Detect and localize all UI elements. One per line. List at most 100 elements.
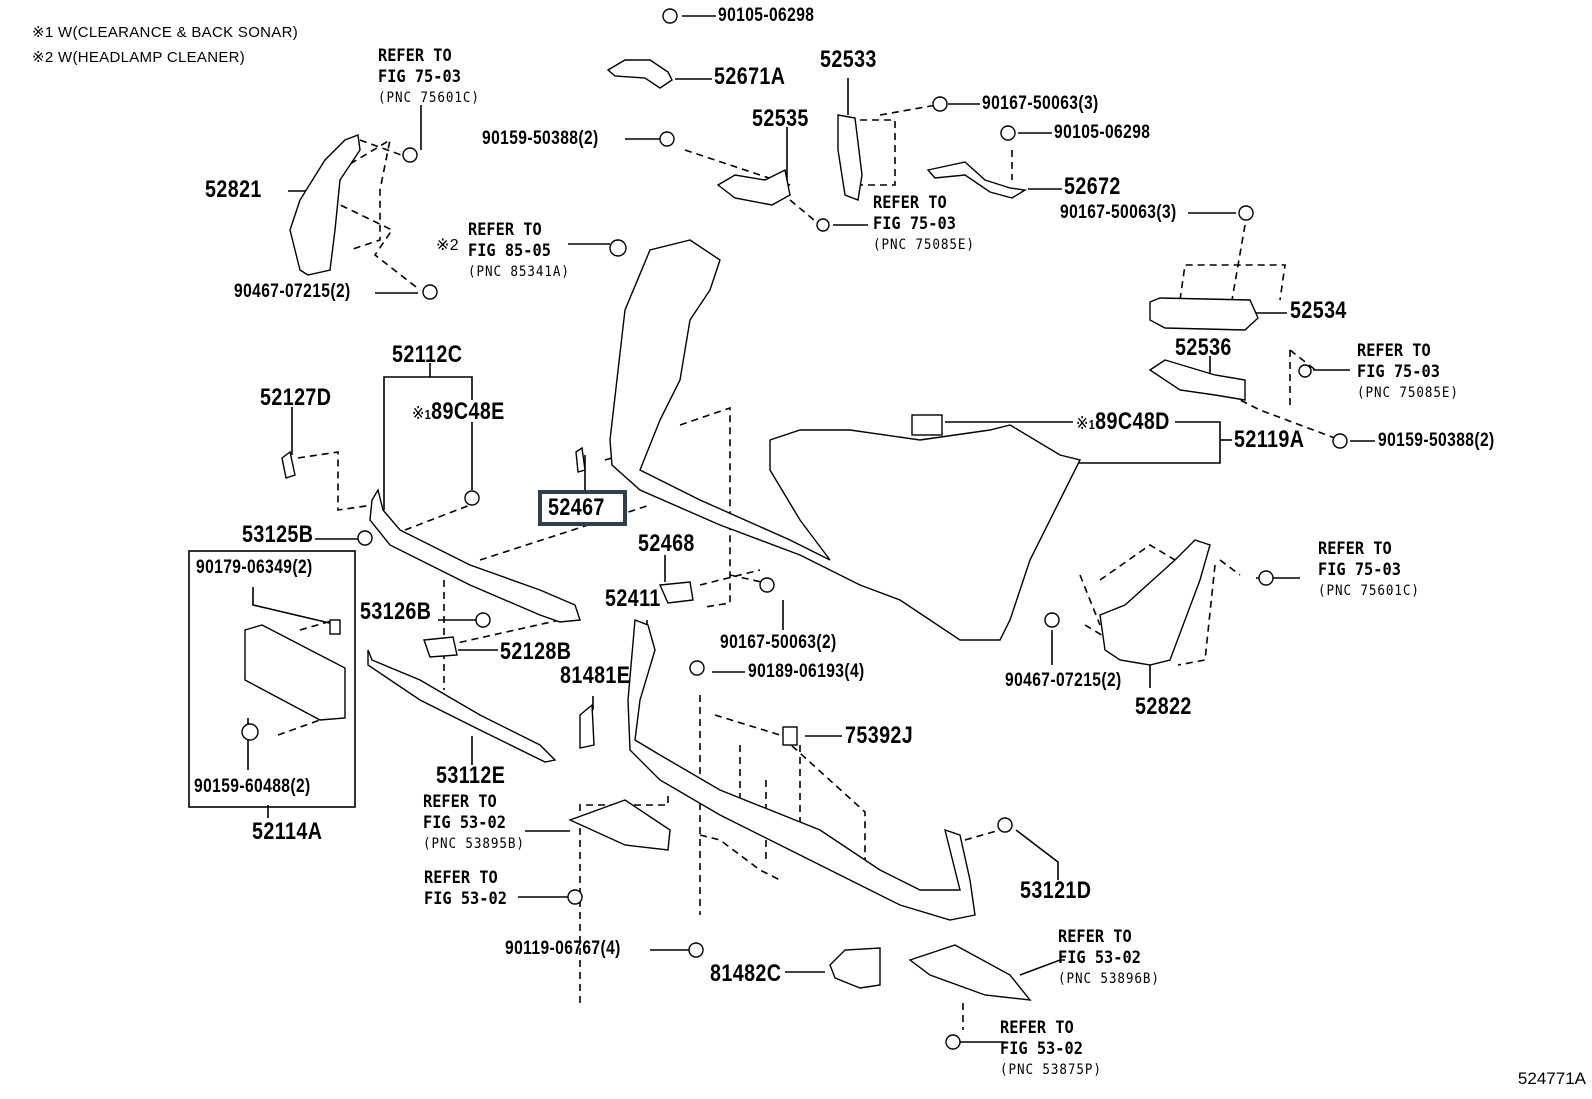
cover-52468-shape — [658, 581, 694, 604]
part-52821[interactable]: 52821 — [205, 176, 262, 203]
part-52119A[interactable]: 52119A — [1234, 426, 1305, 453]
part-90167-50063-3a[interactable]: 90167-50063(3) — [982, 93, 1099, 114]
clip-ref5-shape — [1258, 570, 1274, 586]
part-shapes — [241, 8, 1348, 1050]
bolt-90105-top-shape — [662, 8, 678, 24]
washer-ref2-shape — [609, 239, 627, 257]
part-52411[interactable]: 52411 — [605, 585, 661, 612]
nut-89C48E-shape — [464, 490, 480, 506]
part-81481E[interactable]: 81481E — [560, 662, 631, 689]
part-52535[interactable]: 52535 — [752, 105, 809, 132]
nut-53125B-shape — [357, 530, 373, 546]
clip-52467-shape — [575, 446, 586, 473]
bezel-81481E-shape — [579, 703, 595, 749]
bracket-52533-shape — [837, 114, 863, 201]
sensor-89C48D-shape — [911, 414, 943, 436]
bracket-52672-shape — [926, 161, 1028, 199]
part-53112E[interactable]: 53112E — [436, 762, 506, 789]
part-52127D[interactable]: 52127D — [260, 384, 332, 411]
spoiler-52411-shape — [627, 619, 976, 921]
leader-lines — [188, 15, 1375, 1043]
part-52822[interactable]: 52822 — [1135, 693, 1192, 720]
part-90105-06298-top[interactable]: 90105-06298 — [718, 5, 815, 26]
underpanel-left-shape — [568, 799, 671, 851]
clip-52127D-shape — [281, 450, 296, 479]
part-52533[interactable]: 52533 — [820, 46, 877, 73]
note-2: ※2 W(HEADLAMP CLEANER) — [32, 49, 246, 66]
bolt-ref9-shape — [945, 1034, 961, 1050]
clip-90467-left-shape — [422, 284, 438, 300]
bracket-52535-shape — [716, 168, 791, 206]
bolt-90167-3a-shape — [932, 96, 948, 112]
bracket-52821-shape — [289, 134, 361, 276]
part-90159-60488[interactable]: 90159-60488(2) — [194, 776, 311, 797]
part-52534[interactable]: 52534 — [1290, 297, 1347, 324]
screw-ref4-shape — [1298, 364, 1312, 378]
part-90105-06298-right[interactable]: 90105-06298 — [1054, 122, 1151, 143]
part-90119-06767[interactable]: 90119-06767(4) — [505, 938, 621, 959]
part-90179-06349[interactable]: 90179-06349(2) — [196, 557, 313, 578]
part-81482C[interactable]: 81482C — [710, 960, 782, 987]
bracket-52534-shape — [1149, 297, 1259, 331]
bumper-cover-52119A-shape — [609, 239, 1082, 641]
part-52536[interactable]: 52536 — [1175, 334, 1232, 361]
clip-75392J-shape — [782, 726, 798, 746]
part-52128B[interactable]: 52128B — [500, 638, 572, 665]
part-52672[interactable]: 52672 — [1064, 173, 1121, 200]
bolt-90105-right-shape — [1000, 125, 1016, 141]
bracket-52536-shape — [1148, 359, 1246, 401]
part-52467-highlighted[interactable]: 52467 — [538, 490, 628, 526]
part-52114A[interactable]: 52114A — [252, 818, 323, 845]
bolt-ref7-shape — [567, 889, 583, 905]
reference-fig-85-05-mark: ※2 — [436, 237, 459, 254]
part-53121D[interactable]: 53121D — [1020, 877, 1092, 904]
underpanel-right-shape — [908, 944, 1032, 1001]
part-53125B[interactable]: 53125B — [242, 521, 314, 548]
clip-90179-shape — [329, 619, 341, 635]
part-90159-50388-right[interactable]: 90159-50388(2) — [1378, 430, 1495, 451]
strip-52112C-shape — [369, 488, 581, 623]
illustration-code: 524771A — [1517, 1069, 1586, 1088]
part-52112C[interactable]: 52112C — [392, 341, 463, 368]
part-53126B[interactable]: 53126B — [360, 598, 432, 625]
clip-90467-right-shape — [1044, 612, 1060, 628]
part-75392J[interactable]: 75392J — [845, 722, 914, 749]
note-1: ※1 W(CLEARANCE & BACK SONAR) — [32, 24, 299, 41]
part-89C48D[interactable]: ※189C48D — [1076, 408, 1170, 435]
part-52671A[interactable]: 52671A — [714, 63, 786, 90]
part-89C48E[interactable]: ※189C48E — [412, 398, 505, 425]
license-bracket-52114A-shape — [244, 624, 346, 721]
bolt-90159-60488-shape — [241, 723, 259, 741]
part-90167-50063-2[interactable]: 90167-50063(2) — [720, 632, 837, 653]
screw-ref3-shape — [816, 218, 830, 232]
screw-90159-top-shape — [659, 131, 675, 147]
bolt-90167-3b-shape — [1238, 205, 1254, 221]
clip-90189-shape — [689, 660, 705, 676]
part-90167-50063-3b[interactable]: 90167-50063(3) — [1060, 202, 1177, 223]
nut-90159-right-shape — [1332, 433, 1348, 449]
clip-ref1-shape — [402, 147, 418, 163]
bezel-81482C-shape — [829, 947, 881, 989]
part-90467-07215-left[interactable]: 90467-07215(2) — [234, 281, 351, 302]
part-90189-06193[interactable]: 90189-06193(4) — [748, 661, 865, 682]
strip-53112E-shape — [367, 649, 557, 763]
part-90159-50388-top[interactable]: 90159-50388(2) — [482, 128, 599, 149]
bolt-90119-shape — [688, 942, 704, 958]
part-52468[interactable]: 52468 — [638, 530, 695, 557]
clip-53121D-shape — [997, 817, 1013, 833]
part-90467-07215-right[interactable]: 90467-07215(2) — [1005, 670, 1122, 691]
bracket-52822-shape — [1099, 539, 1211, 666]
bracket-52671A-shape — [606, 59, 673, 89]
cover-52128B-shape — [423, 636, 458, 658]
nut-53126B-shape — [475, 612, 491, 628]
bolt-90167-2-shape — [759, 577, 775, 593]
